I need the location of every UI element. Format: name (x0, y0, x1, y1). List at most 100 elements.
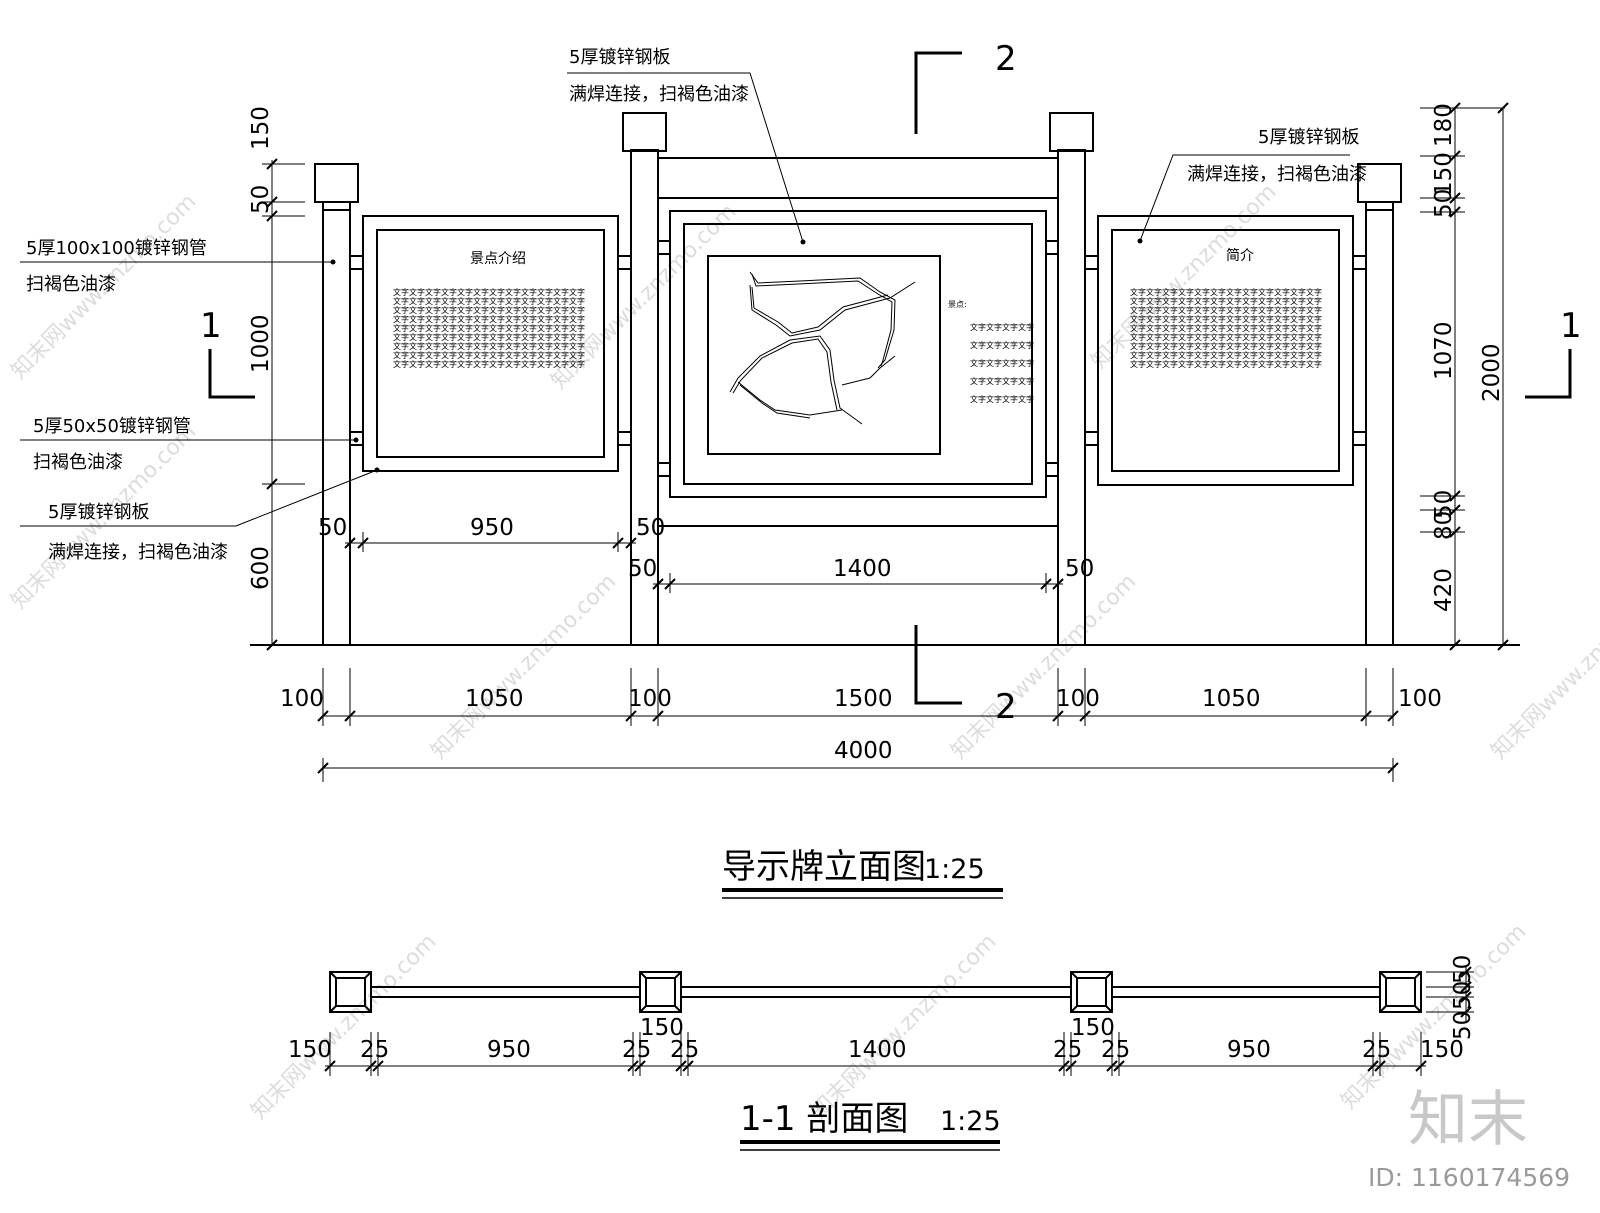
watermark-layer: 知末网www.znzmo.com 知末网www.znzmo.com 知末网www… (7, 179, 1600, 1124)
post-cap (314, 163, 359, 203)
note-plate-material: 5厚镀锌钢板 (1258, 127, 1359, 148)
dim-right-gap: 50 (1431, 189, 1457, 218)
board-filler-text: 文字文字文字文字文字文字文字文字文字文字文字文字 (393, 287, 585, 297)
board-filler-text: 文字文字文字文字文字文字文字文字文字文字文字文字 (1130, 305, 1322, 315)
dim-panel-left: 50 (636, 515, 665, 541)
section-title-block: 1-1 剖面图 1:25 (740, 1099, 1001, 1151)
board-filler-text: 文字文字文字文字文字文字文字文字文字文字文字文字 (393, 296, 585, 306)
board-filler-text: 文字文字文字文字文字文字文字文字文字文字文字文字 (393, 314, 585, 324)
section-mark-right: 1 (1560, 306, 1582, 346)
section-post (1379, 971, 1422, 1013)
dim-panel-center: 1400 (833, 556, 892, 582)
dim-panel-left: 950 (470, 515, 514, 541)
board-filler-text: 文字文字文字文字文字文字文字文字文字文字文字文字 (1130, 332, 1322, 342)
dim-right-base: 420 (1431, 568, 1457, 612)
post-cap (622, 112, 667, 152)
dim-right-gap2: 50 (1431, 490, 1457, 519)
dim-bottom: 100 (1398, 686, 1442, 712)
board-filler-text: 文字文字文字文字文字文字文字文字文字文字文字文字 (393, 341, 585, 351)
post-cap (1357, 163, 1402, 203)
section-post (639, 971, 682, 1013)
section-right-dim: 50 (1450, 981, 1476, 1010)
board-filler-text: 文字文字文字文字文字文字文字文字文字文字文字文字 (1130, 287, 1322, 297)
dim-bottom: 100 (1056, 686, 1100, 712)
dim-left-cap: 150 (248, 106, 274, 150)
left-board-frame (362, 215, 619, 472)
dim-overall-height: 2000 (1479, 343, 1505, 402)
dim-panel-center: 50 (1065, 556, 1094, 582)
section-dim: 25 (670, 1037, 699, 1063)
section-dim: 25 (360, 1037, 389, 1063)
dim-bottom: 1050 (465, 686, 524, 712)
watermark-text: 知末网www.znzmo.com (1487, 569, 1600, 764)
section-scale: 1:25 (940, 1106, 1001, 1137)
dimension-values: 150 50 1000 600 180 150 50 1070 50 80 42… (248, 103, 1505, 764)
section-post (329, 971, 372, 1013)
section-dim: 950 (1227, 1037, 1271, 1063)
dim-bottom: 100 (628, 686, 672, 712)
dim-left-board: 1000 (248, 314, 274, 373)
section-dim: 150 (288, 1037, 332, 1063)
note-plate-finish: 满焊连接，扫褐色油漆 (569, 84, 749, 105)
cut-mark-top: 2 (995, 39, 1017, 79)
annotations: 5厚100x100镀锌钢管 扫褐色油漆 5厚50x50镀锌钢管 扫褐色油漆 5厚… (26, 47, 1367, 563)
dim-panel-center: 50 (628, 556, 657, 582)
right-board-title: 简介 (1226, 247, 1254, 264)
section-title: 1-1 剖面图 (740, 1099, 908, 1139)
section-dim: 25 (622, 1037, 651, 1063)
section-right-dim: 50 (1450, 955, 1476, 984)
section-dimension-lines (325, 966, 1474, 1076)
board-filler-text: 文字文字文字文字文字文字文字文字文字文字文字文字 (1130, 314, 1322, 324)
section-right-dim: 50 (1450, 1011, 1476, 1040)
map-legend-item: 文字文字文字文字 (970, 376, 1034, 386)
note-plate-finish: 满焊连接，扫褐色油漆 (48, 542, 228, 563)
center-board-face (683, 223, 1033, 485)
watermark-text: 知末网www.znzmo.com (947, 569, 1142, 764)
dim-left-gap: 50 (248, 185, 274, 214)
dimension-ticks (266, 102, 1509, 774)
watermark-text: 知末网www.znzmo.com (807, 929, 1002, 1124)
dim-total: 4000 (834, 738, 893, 764)
section-dim: 1400 (848, 1037, 907, 1063)
dim-bottom: 1500 (834, 686, 893, 712)
note-tube-material: 5厚50x50镀锌钢管 (33, 416, 191, 437)
section-dim: 25 (1101, 1037, 1130, 1063)
section-dim: 25 (1053, 1037, 1082, 1063)
map-roads (729, 271, 916, 425)
map-legend-item: 文字文字文字文字 (970, 358, 1034, 368)
map-legend-item: 文字文字文字文字 (970, 322, 1034, 332)
post-right (1365, 209, 1394, 646)
left-board-title: 景点介绍 (470, 251, 526, 267)
post-cap (1049, 112, 1094, 152)
center-board-back (657, 197, 1059, 527)
section-post-dim: 150 (1071, 1015, 1115, 1041)
dim-bottom: 100 (280, 686, 324, 712)
section-dim: 25 (1362, 1037, 1391, 1063)
dim-right-gap3: 80 (1431, 511, 1457, 540)
elevation-title-block: 导示牌立面图 1:25 (722, 847, 1003, 899)
map-legend-item: 文字文字文字文字 (970, 394, 1034, 404)
left-board-face (376, 229, 605, 458)
dim-right-beam: 150 (1431, 152, 1457, 196)
watermark-id: ID: 1160174569 (1368, 1163, 1570, 1192)
right-board-frame (1097, 215, 1354, 486)
dimension-lines (262, 107, 1505, 782)
note-post-finish: 扫褐色油漆 (26, 274, 116, 295)
map-legend-label: 景点: (948, 300, 967, 309)
section-dim: 950 (487, 1037, 531, 1063)
board-filler-text: 文字文字文字文字文字文字文字文字文字文字文字文字 (1130, 359, 1322, 369)
note-tube-finish: 扫褐色油漆 (33, 452, 123, 473)
board-filler-text: 文字文字文字文字文字文字文字文字文字文字文字文字 (393, 359, 585, 369)
watermark-text: 知末网www.znzmo.com (427, 569, 622, 764)
board-texts: 景点介绍 简介 景点: 文字文字文字文字文字文字文字文字文字文字文字文字 文字文… (393, 247, 1322, 404)
elevation-title: 导示牌立面图 (722, 847, 926, 887)
section-post (1070, 971, 1113, 1013)
dim-bottom: 1050 (1202, 686, 1261, 712)
cut-marks (208, 51, 1572, 705)
board-filler-text: 文字文字文字文字文字文字文字文字文字文字文字文字 (1130, 296, 1322, 306)
leader-lines (20, 72, 1350, 527)
board-filler-text: 文字文字文字文字文字文字文字文字文字文字文字文字 (393, 305, 585, 315)
note-plate-material: 5厚镀锌钢板 (569, 47, 670, 68)
dim-panel-left: 50 (318, 515, 347, 541)
